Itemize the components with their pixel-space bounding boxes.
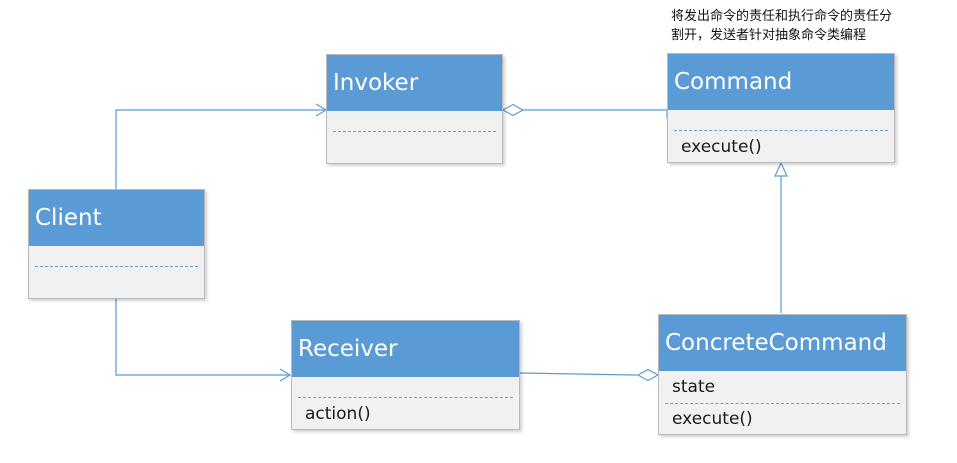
receiver-attributes-section: [292, 377, 519, 397]
concrete-command-class[interactable]: ConcreteCommand state execute(): [658, 314, 907, 435]
receiver-concrete-aggregation: [519, 372, 639, 376]
receiver-divider: [298, 397, 513, 398]
concrete-command-class-name: ConcreteCommand: [659, 315, 906, 371]
design-note: 将发出命令的责任和执行命令的责任分 割开，发送者针对抽象命令类编程: [671, 9, 893, 43]
concrete-command-method: execute(): [672, 409, 753, 429]
client-receiver-arrowhead: [279, 368, 292, 382]
command-attributes-section: [668, 110, 894, 130]
command-divider: [674, 130, 888, 131]
client-divider: [35, 266, 198, 267]
concrete-command-attribute: state: [672, 377, 716, 397]
client-receiver-association: [115, 298, 290, 376]
client-class-name: Client: [29, 190, 204, 246]
receiver-method: action(): [305, 404, 371, 424]
invoker-class-name: Invoker: [327, 55, 502, 111]
aggregation-diamond-invoker: [501, 103, 525, 117]
client-invoker-association: [115, 109, 326, 189]
generalization-triangle: [774, 161, 788, 177]
invoker-divider: [333, 131, 496, 132]
client-attributes-section: [29, 246, 204, 266]
command-class[interactable]: Command execute(): [667, 53, 895, 163]
aggregation-diamond-concrete: [636, 368, 660, 382]
invoker-attributes-section: [327, 111, 502, 131]
receiver-class[interactable]: Receiver action(): [291, 320, 520, 430]
invoker-class[interactable]: Invoker: [326, 54, 503, 164]
client-class[interactable]: Client: [28, 189, 205, 299]
receiver-class-name: Receiver: [292, 321, 519, 377]
command-class-name: Command: [668, 54, 894, 110]
command-method: execute(): [681, 137, 762, 157]
concrete-command-divider: [665, 403, 900, 404]
